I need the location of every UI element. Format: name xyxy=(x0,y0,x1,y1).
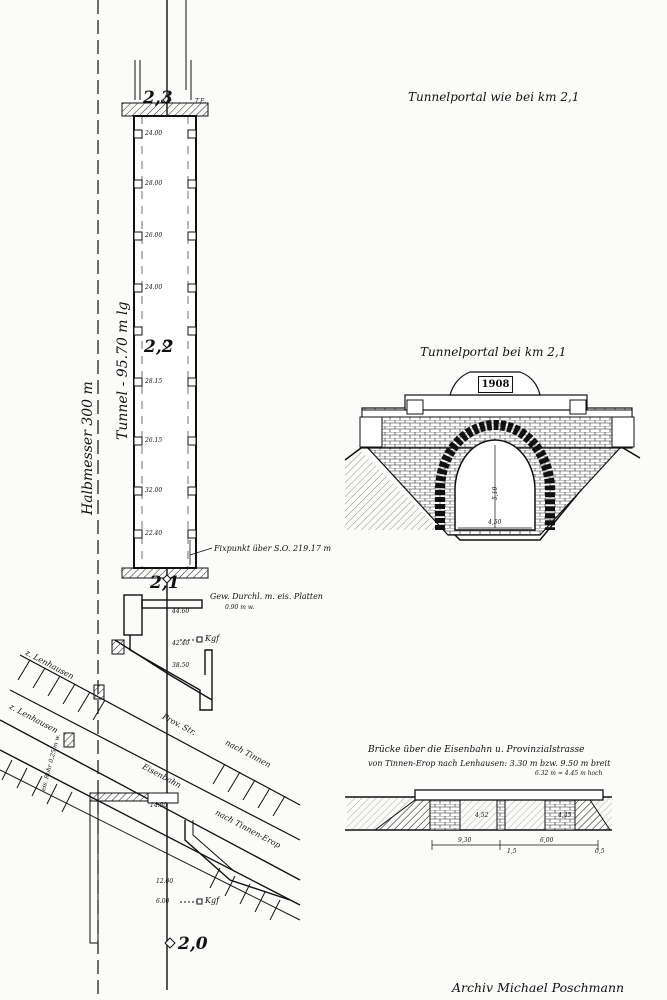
km-marker-2-0 xyxy=(164,937,176,949)
dim-label: 26.00 xyxy=(145,232,163,239)
tunnel-tube xyxy=(133,115,197,569)
portal-height-dim: 5,10 xyxy=(492,486,499,500)
bridge-dim-right: 6,00 xyxy=(540,837,554,844)
culvert-width-label: 0.90 m w. xyxy=(225,604,255,611)
portal-year-plaque: 1908 xyxy=(478,376,513,393)
dim-label: 38.50 xyxy=(172,662,190,669)
portal-note: Tunnelportal wie bei km 2,1 xyxy=(408,90,580,104)
bridge-title: Brücke über die Eisenbahn u. Provinzials… xyxy=(368,745,585,755)
bridge-subtitle: von Tinnen-Erop nach Lenhausen: 3.30 m b… xyxy=(368,759,611,768)
dim-label: 32.00 xyxy=(145,487,163,494)
dim-label: 42.40 xyxy=(172,640,190,647)
km-marker-2-3 xyxy=(162,95,172,105)
kgf-label-lower: Kgf xyxy=(205,896,220,905)
dim-label: 14.80 xyxy=(150,802,168,809)
km-marker-2-1 xyxy=(162,574,172,584)
bridge-elevation xyxy=(345,789,612,850)
km-label-2-1: 2,1 xyxy=(150,573,180,593)
dim-label: 28.15 xyxy=(145,378,163,385)
km-label-2-2: 2,2 xyxy=(144,337,174,357)
road-railway-crossing xyxy=(0,639,301,944)
archive-credit: Archiv Michael Poschmann xyxy=(452,980,625,995)
kgf-label-upper: Kgf xyxy=(205,634,220,643)
bridge-subtitle-2: 6.32 m ≈ 4.45 m hoch xyxy=(535,770,603,777)
bridge-clearance-1: 4,52 xyxy=(475,812,489,819)
culvert xyxy=(114,594,213,711)
portal-width-dim: 4,50 xyxy=(488,519,502,526)
dim-label: 12.00 xyxy=(156,878,174,885)
km-label-2-3: 2,3 xyxy=(143,88,173,108)
fixpoint-label: Fixpunkt über S.O. 219.17 m xyxy=(214,544,332,553)
tunnel-portal-elevation xyxy=(344,371,641,541)
dim-label: 24.00 xyxy=(145,130,163,137)
bridge-dim-sub-left: 1,5 xyxy=(507,848,517,855)
km-marker-2-2 xyxy=(162,339,172,349)
km-label-2-0: 2,0 xyxy=(178,934,208,954)
km-suffix-label: T.E. xyxy=(195,98,207,105)
dim-label: 6.00 xyxy=(156,898,170,905)
dim-label: 44.60 xyxy=(172,608,190,615)
dim-label: 26.15 xyxy=(145,437,163,444)
tunnel-length-label: Tunnel - 95.70 m lg xyxy=(115,301,131,440)
portal-title: Tunnelportal bei km 2,1 xyxy=(420,345,567,359)
culvert-label: Gew. Durchl. m. eis. Platten xyxy=(210,592,323,601)
dim-label: 28.00 xyxy=(145,180,163,187)
bridge-dim-left: 9,30 xyxy=(458,837,472,844)
bridge-clearance-2: 4,45 xyxy=(558,812,572,819)
dim-label: 22.40 xyxy=(145,530,163,537)
bridge-dim-sub-right: 0,5 xyxy=(595,848,605,855)
dim-label: 24.00 xyxy=(145,284,163,291)
radius-label: Halbmesser 300 m xyxy=(80,381,96,515)
track-plan xyxy=(0,0,301,1000)
